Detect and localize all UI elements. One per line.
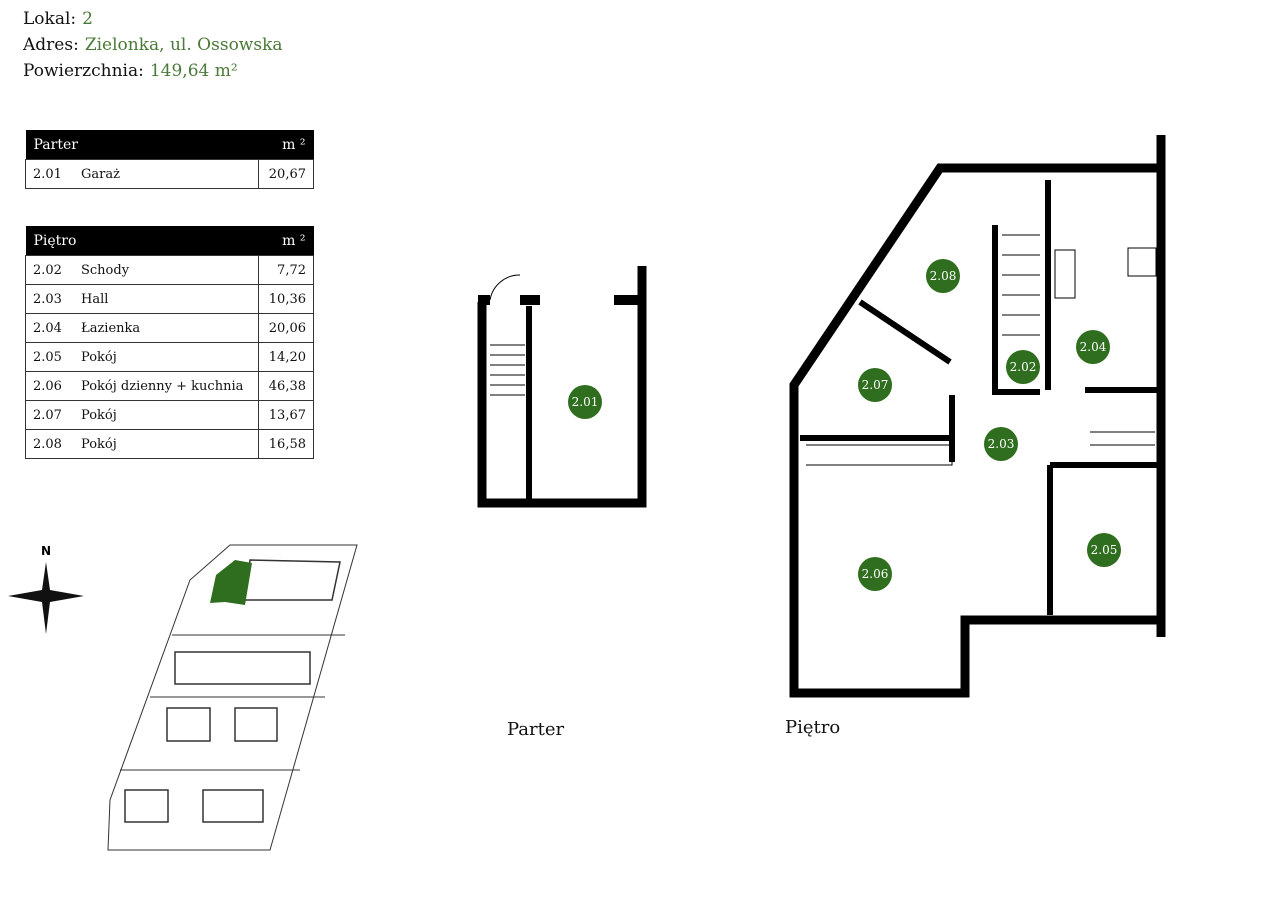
room-label: 2.05 (1091, 543, 1118, 557)
north-label: N (41, 544, 51, 558)
area: Powierzchnia:149,64 m² (23, 58, 238, 84)
parter-plan (477, 266, 647, 508)
room-label: 2.08 (930, 269, 957, 283)
room-num: 2.05 (25, 342, 74, 372)
room-area: 7,72 (258, 255, 314, 285)
room-marker-2.08 (926, 259, 960, 293)
room-label: 2.03 (988, 437, 1015, 451)
room-label: 2.06 (862, 567, 889, 581)
room-label: 2.04 (1080, 340, 1107, 354)
label: Adres: (23, 35, 79, 55)
room-num: 2.03 (25, 284, 74, 314)
room-marker-2.06 (858, 557, 892, 591)
room-area: 16,58 (258, 429, 314, 459)
room-num: 2.01 (25, 159, 74, 189)
table-title: Piętro (25, 226, 259, 256)
compass-rose-icon (8, 562, 84, 634)
room-marker-2.03 (984, 427, 1018, 461)
pietro-label: Piętro (785, 717, 841, 738)
room-marker-2.07 (858, 368, 892, 402)
room-name: Schody (74, 255, 259, 285)
room-num: 2.06 (25, 371, 74, 401)
room-area: 46,38 (258, 371, 314, 401)
room-name: Garaż (74, 159, 259, 189)
selected-unit-highlight (210, 560, 252, 605)
room-area: 10,36 (258, 284, 314, 314)
unit-number: Lokal:2 (23, 6, 93, 32)
value: 149,64 m² (149, 61, 238, 81)
value: 2 (82, 9, 93, 29)
value: Zielonka, ul. Ossowska (84, 35, 283, 55)
pietro-plan (789, 135, 1166, 698)
table-title: Parter (25, 130, 259, 160)
room-name: Łazienka (74, 313, 259, 343)
label: Powierzchnia: (23, 61, 144, 81)
room-name: Pokój dzienny + kuchnia (74, 371, 259, 401)
room-label: 2.07 (862, 378, 889, 392)
room-num: 2.08 (25, 429, 74, 459)
room-marker-2.04 (1076, 330, 1110, 364)
label: Lokal: (23, 9, 77, 29)
room-name: Hall (74, 284, 259, 314)
room-label: 2.01 (572, 395, 599, 409)
unit: m ² (258, 130, 314, 160)
site-map (107, 544, 358, 851)
parter-label: Parter (507, 719, 565, 740)
room-num: 2.04 (25, 313, 74, 343)
room-marker-2.05 (1087, 533, 1121, 567)
room-marker-2.02 (1006, 350, 1040, 384)
room-label: 2.02 (1010, 360, 1037, 374)
room-marker-2.01 (568, 385, 602, 419)
room-area: 20,06 (258, 313, 314, 343)
address: Adres:Zielonka, ul. Ossowska (23, 32, 283, 58)
unit: m ² (258, 226, 314, 256)
room-name: Pokój (74, 429, 259, 459)
room-area: 20,67 (258, 159, 314, 189)
